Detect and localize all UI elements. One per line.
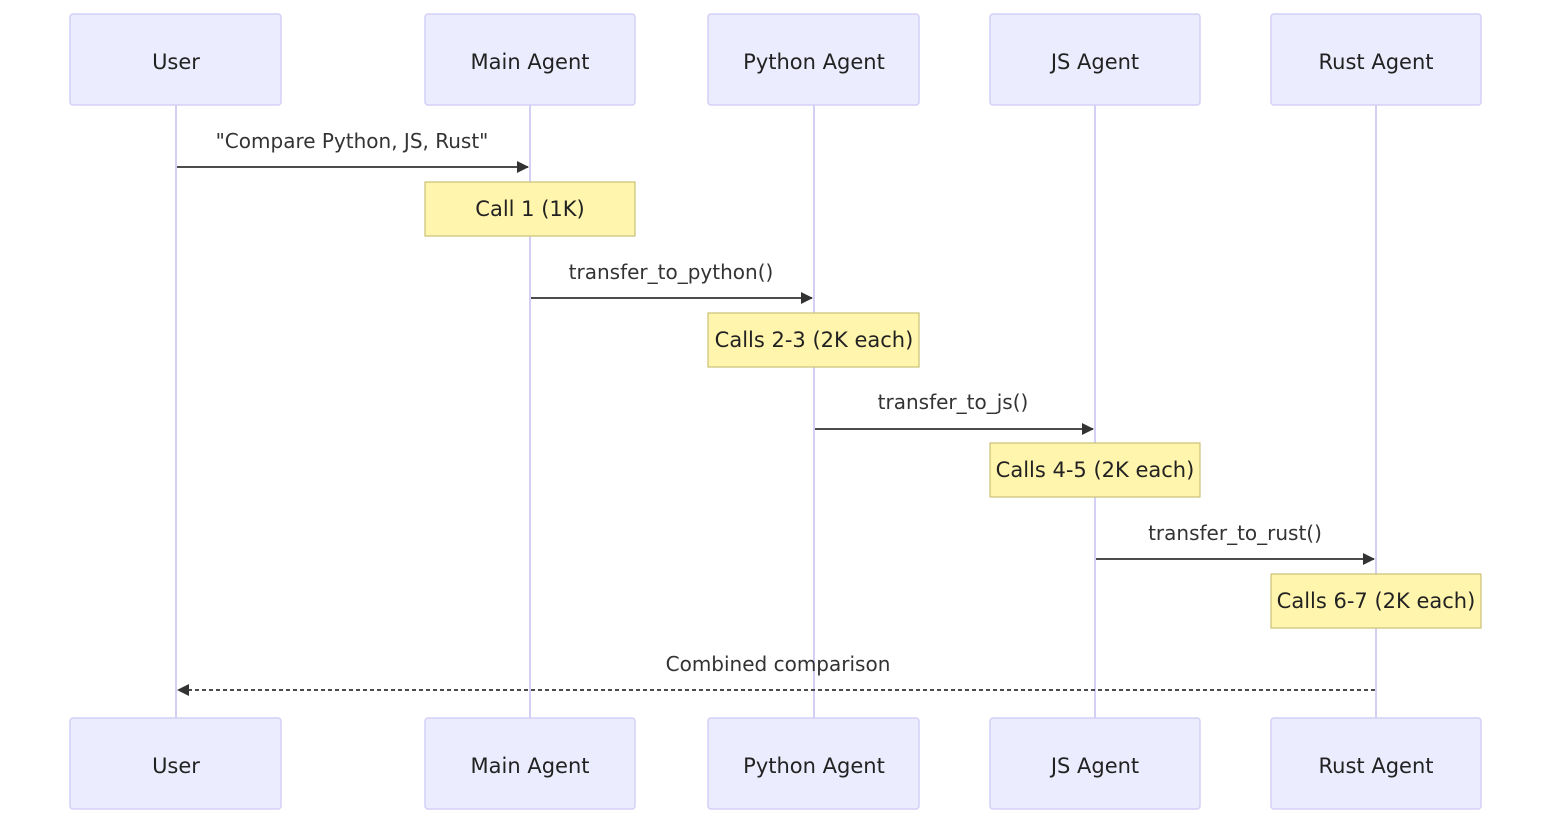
- actor-label: Python Agent: [743, 754, 885, 778]
- note-calls-2-3: Calls 2-3 (2K each): [707, 312, 920, 368]
- actor-label: User: [152, 754, 200, 778]
- message-transfer-to-js: transfer_to_js(): [815, 390, 1094, 435]
- lifelines: [175, 105, 1377, 718]
- note-label: Calls 4-5 (2K each): [996, 458, 1195, 482]
- message-compare-request: "Compare Python, JS, Rust": [177, 129, 529, 173]
- note-call-1: Call 1 (1K): [424, 181, 636, 237]
- actor-label: JS Agent: [1049, 50, 1139, 74]
- message-transfer-to-python: transfer_to_python(): [531, 260, 813, 304]
- actor-rust-agent-top: Rust Agent: [1270, 13, 1482, 106]
- actor-label: Rust Agent: [1319, 50, 1434, 74]
- actor-user-bottom: User: [69, 717, 282, 810]
- message-label: transfer_to_rust(): [1148, 521, 1322, 545]
- actor-label: Main Agent: [471, 50, 590, 74]
- actor-label: Python Agent: [743, 50, 885, 74]
- actor-label: Main Agent: [471, 754, 590, 778]
- note-calls-4-5: Calls 4-5 (2K each): [989, 442, 1201, 498]
- note-label: Calls 6-7 (2K each): [1277, 589, 1476, 613]
- actor-js-agent-bottom: JS Agent: [989, 717, 1201, 810]
- actor-row-bottom: User Main Agent Python Agent JS Agent Ru…: [69, 717, 1482, 810]
- actor-main-agent-top: Main Agent: [424, 13, 636, 106]
- actor-python-agent-bottom: Python Agent: [707, 717, 920, 810]
- actor-python-agent-top: Python Agent: [707, 13, 920, 106]
- note-calls-6-7: Calls 6-7 (2K each): [1270, 573, 1482, 629]
- actor-rust-agent-bottom: Rust Agent: [1270, 717, 1482, 810]
- note-label: Calls 2-3 (2K each): [715, 328, 914, 352]
- actor-js-agent-top: JS Agent: [989, 13, 1201, 106]
- actor-main-agent-bottom: Main Agent: [424, 717, 636, 810]
- actor-user-top: User: [69, 13, 282, 106]
- actor-label: Rust Agent: [1319, 754, 1434, 778]
- actor-row-top: User Main Agent Python Agent JS Agent Ru…: [69, 13, 1482, 106]
- note-label: Call 1 (1K): [475, 197, 584, 221]
- message-label: "Compare Python, JS, Rust": [216, 129, 489, 153]
- actor-label: User: [152, 50, 200, 74]
- message-combined-comparison: Combined comparison: [177, 652, 1375, 696]
- message-label: transfer_to_js(): [878, 390, 1029, 414]
- message-transfer-to-rust: transfer_to_rust(): [1096, 521, 1375, 565]
- message-label: Combined comparison: [666, 652, 891, 676]
- actor-label: JS Agent: [1049, 754, 1139, 778]
- message-label: transfer_to_python(): [569, 260, 774, 284]
